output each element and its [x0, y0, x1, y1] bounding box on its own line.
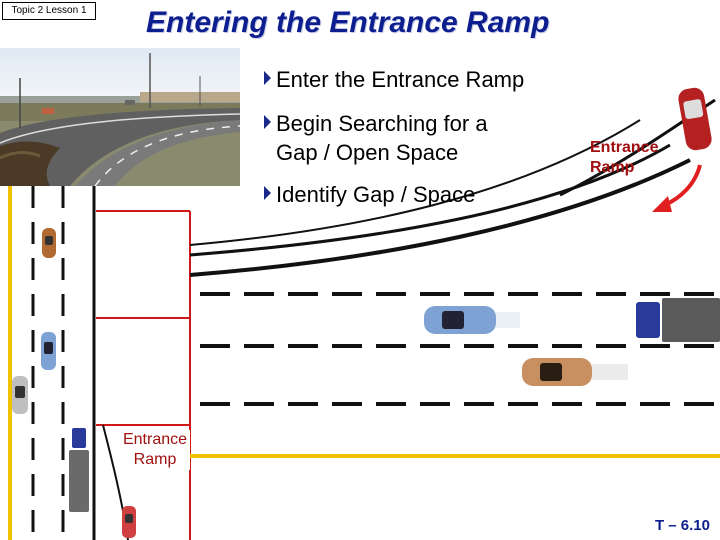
bullet-1: Enter the Entrance Ramp [264, 65, 524, 94]
ramp-label-top: Entrance Ramp [590, 138, 658, 178]
bullet-3: Identify Gap / Space [264, 180, 475, 209]
car-icon [522, 358, 628, 386]
slide-number: T – 6.10 [655, 517, 710, 534]
triangle-right-icon [264, 115, 271, 129]
car-icon [42, 228, 56, 258]
triangle-right-icon [264, 71, 271, 85]
car-icon [677, 86, 713, 152]
arrow-head-icon [652, 196, 672, 212]
truck-icon [636, 298, 720, 342]
triangle-right-icon [264, 186, 271, 200]
car-icon [424, 306, 520, 334]
bullet-2: Begin Searching for a Gap / Open Space [264, 109, 488, 167]
car-icon [12, 376, 28, 414]
ramp-label-bottom: Entrance Ramp [120, 430, 190, 470]
car-icon [41, 332, 56, 370]
car-icon [122, 506, 136, 538]
truck-icon [69, 428, 89, 512]
